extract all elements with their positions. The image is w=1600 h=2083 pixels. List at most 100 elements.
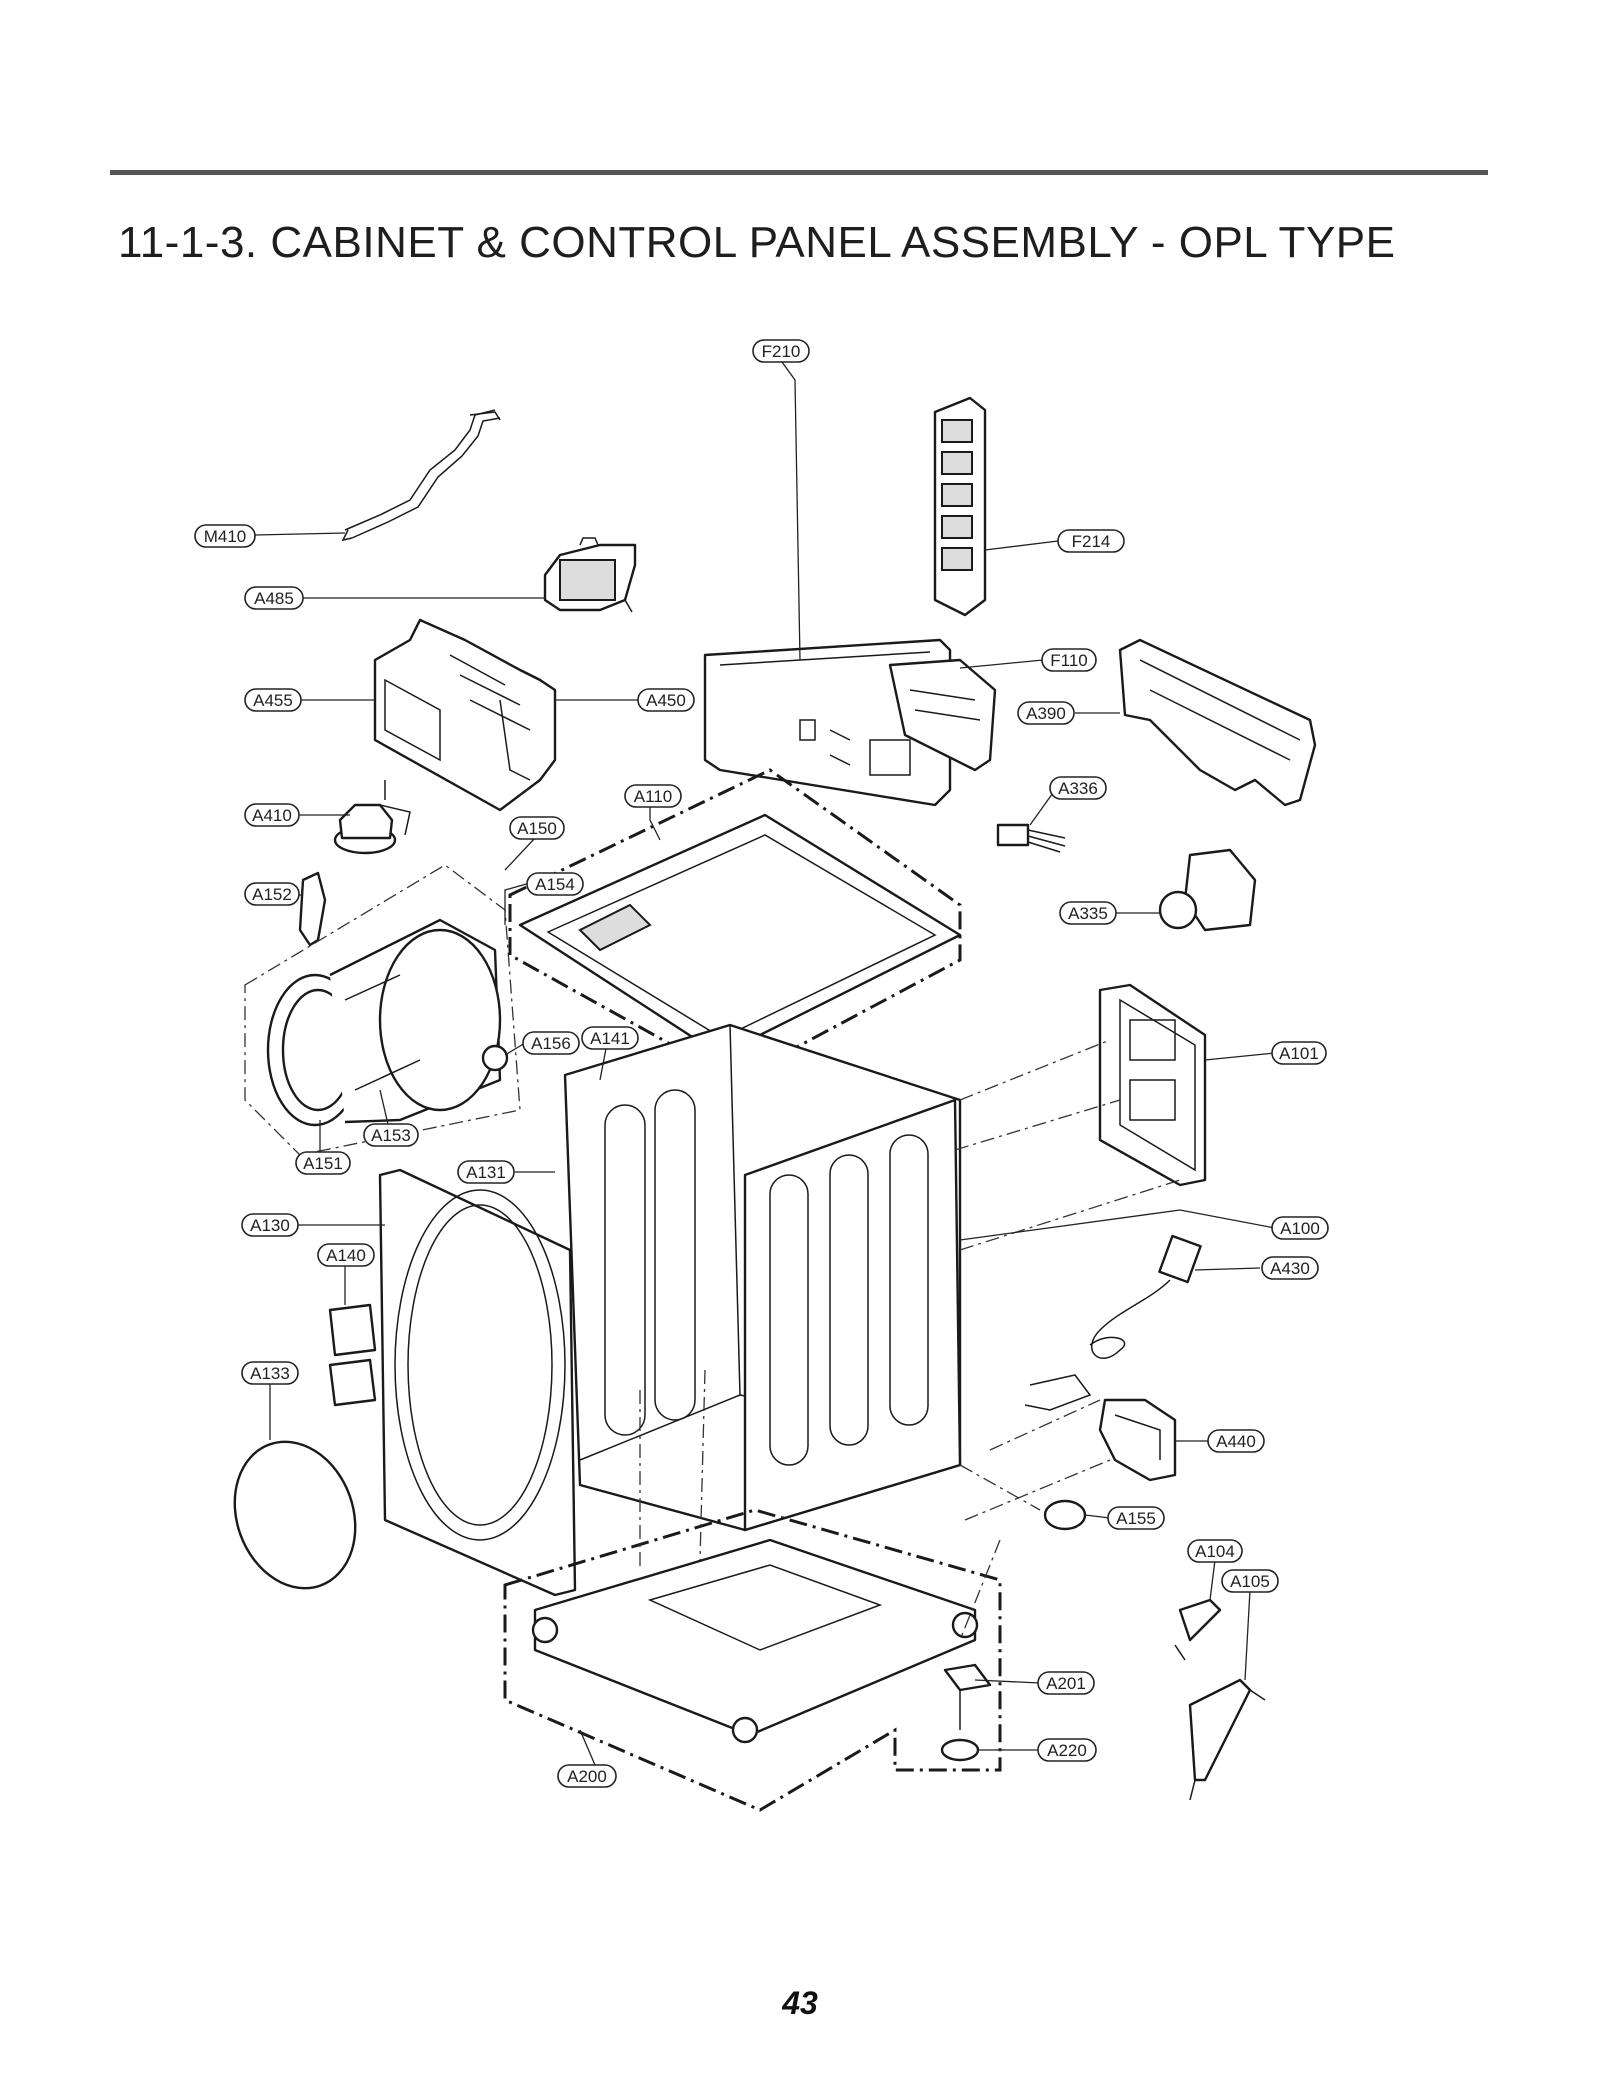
top-plate-part [518, 813, 962, 1057]
svg-text:A133: A133 [250, 1364, 290, 1383]
callout-a105: A105 [1221, 1569, 1279, 1593]
svg-text:M410: M410 [204, 527, 247, 546]
callout-a450: A450 [637, 688, 695, 712]
callout-a152: A152 [244, 882, 300, 906]
hinge-part [328, 1303, 377, 1407]
callout-f214: F214 [1057, 529, 1125, 553]
callout-a133: A133 [241, 1361, 299, 1385]
callout-a153: A153 [363, 1123, 419, 1147]
back-cover-part [1098, 983, 1207, 1187]
svg-text:A430: A430 [1270, 1259, 1310, 1278]
door-gasket-part [233, 1440, 357, 1590]
wire-harness-part [996, 823, 1066, 853]
callout-a410: A410 [244, 803, 300, 827]
svg-text:A455: A455 [253, 691, 293, 710]
callout-a110: A110 [624, 784, 682, 808]
door-group-outline [244, 864, 521, 1156]
callout-a151: A151 [295, 1151, 351, 1175]
callout-a485: A485 [244, 586, 304, 610]
svg-text:A156: A156 [531, 1034, 571, 1053]
callout-f210: F210 [752, 339, 810, 363]
callout-a141: A141 [581, 1026, 639, 1050]
callout-a131: A131 [457, 1160, 515, 1184]
svg-text:A101: A101 [1279, 1044, 1319, 1063]
svg-text:A130: A130 [250, 1216, 290, 1235]
svg-text:A153: A153 [371, 1126, 411, 1145]
svg-text:A440: A440 [1216, 1432, 1256, 1451]
svg-text:A141: A141 [590, 1029, 630, 1048]
callout-leaders [254, 361, 1276, 1766]
cap-part [1043, 1499, 1087, 1531]
callout-a140: A140 [317, 1243, 375, 1267]
svg-text:A104: A104 [1195, 1542, 1235, 1561]
main-pcb-assembly-part [373, 618, 557, 812]
callout-a201: A201 [1037, 1671, 1095, 1695]
power-cord-part [1024, 1234, 1202, 1411]
harness-bracket-part [341, 409, 501, 542]
latch-part [298, 871, 327, 947]
svg-text:A155: A155 [1116, 1509, 1156, 1528]
control-frame-part [1118, 638, 1317, 807]
svg-text:A151: A151 [303, 1154, 343, 1173]
svg-text:F110: F110 [1050, 651, 1088, 670]
header-rule [110, 170, 1488, 175]
svg-text:A131: A131 [466, 1163, 506, 1182]
svg-text:A154: A154 [535, 875, 575, 894]
svg-text:A336: A336 [1058, 779, 1098, 798]
svg-text:A110: A110 [634, 787, 672, 806]
callout-f110: F110 [1041, 648, 1097, 672]
svg-text:A100: A100 [1280, 1219, 1320, 1238]
callout-m410: M410 [194, 524, 256, 548]
svg-text:A201: A201 [1046, 1674, 1086, 1693]
callout-a101: A101 [1271, 1041, 1327, 1065]
door-ring-part [266, 918, 502, 1127]
svg-text:A335: A335 [1068, 904, 1108, 923]
callout-a200: A200 [557, 1764, 617, 1788]
callout-a440: A440 [1207, 1429, 1265, 1453]
base-part [531, 1538, 979, 1744]
callout-a336: A336 [1049, 776, 1107, 800]
top-plate-outline [508, 768, 962, 1082]
svg-text:A450: A450 [646, 691, 686, 710]
callout-a220: A220 [1037, 1738, 1097, 1762]
svg-text:F214: F214 [1072, 532, 1111, 551]
svg-text:A390: A390 [1026, 704, 1066, 723]
button-strip-part [933, 396, 987, 617]
svg-text:A150: A150 [517, 819, 557, 838]
cabinet-part [563, 1023, 962, 1532]
svg-text:A152: A152 [252, 885, 292, 904]
svg-text:A140: A140 [326, 1246, 366, 1265]
noise-filter-part [1098, 1398, 1177, 1482]
sub-pcb-case-part [543, 537, 637, 613]
callout-a430: A430 [1261, 1256, 1319, 1280]
callout-a130: A130 [241, 1213, 299, 1237]
callout-a154: A154 [526, 872, 584, 896]
page-number: 43 [782, 1985, 818, 2021]
hinge-pin-part [481, 1044, 509, 1072]
leveling-foot-part [940, 1663, 992, 1762]
callout-a155: A155 [1107, 1506, 1165, 1530]
svg-text:A200: A200 [567, 1767, 607, 1786]
page-title: 11-1-3. CABINET & CONTROL PANEL ASSEMBLY… [118, 218, 1396, 267]
svg-text:F210: F210 [762, 342, 801, 361]
svg-text:A220: A220 [1047, 1741, 1087, 1760]
door-lock-part [1158, 848, 1257, 932]
front-panel-part [378, 1168, 577, 1597]
actuator-part [333, 780, 411, 855]
callout-a150: A150 [509, 816, 565, 840]
guide-lines [639, 1039, 1181, 1641]
damper-part [1174, 1598, 1266, 1801]
callout-a455: A455 [244, 688, 302, 712]
svg-text:A410: A410 [252, 806, 292, 825]
callout-a100: A100 [1271, 1216, 1329, 1240]
display-pcb-part [888, 658, 997, 772]
svg-text:A485: A485 [254, 589, 294, 608]
callout-a390: A390 [1017, 701, 1075, 725]
control-panel-part [703, 638, 952, 807]
base-outline [503, 1508, 1002, 1812]
callout-a156: A156 [522, 1031, 580, 1055]
callout-a104: A104 [1187, 1539, 1243, 1563]
svg-text:A105: A105 [1230, 1572, 1270, 1591]
callout-a335: A335 [1059, 901, 1117, 925]
